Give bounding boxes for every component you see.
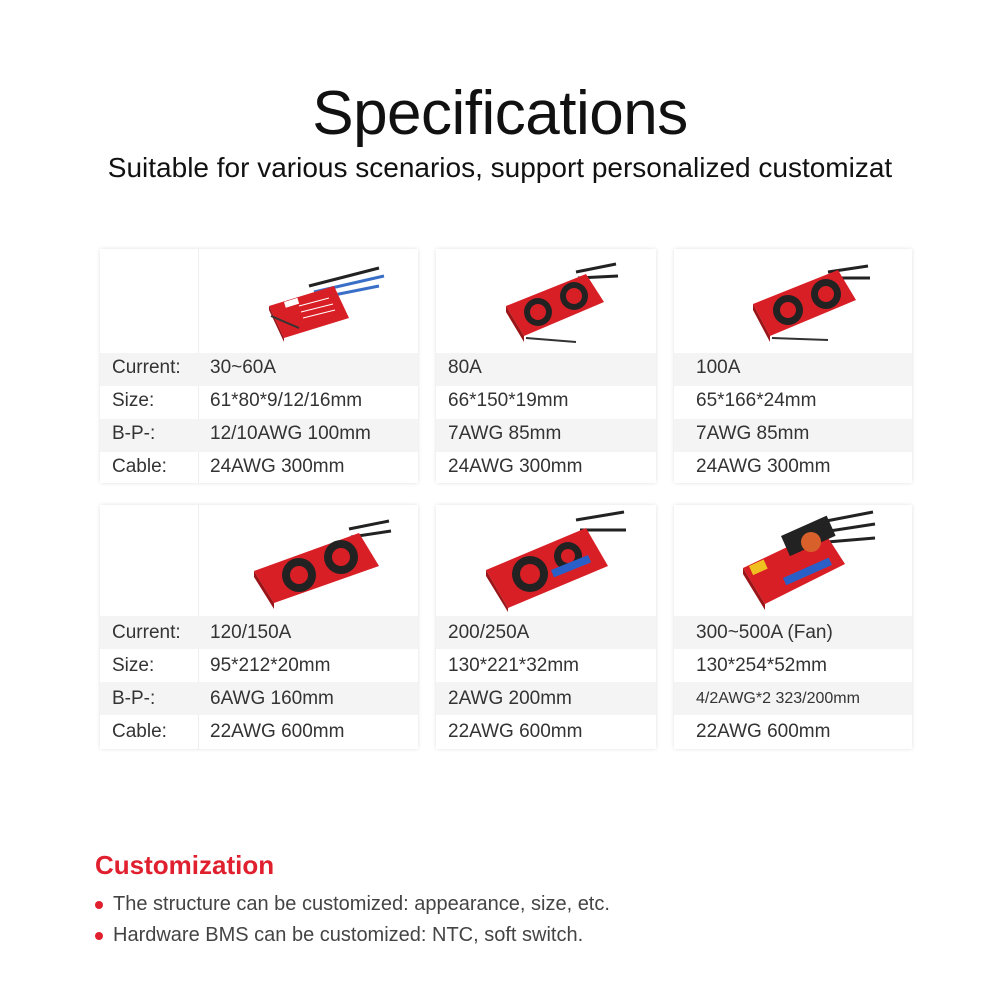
fan-bms-board-icon — [753, 264, 870, 342]
value-current: 300~500A (Fan) — [696, 622, 833, 643]
bullet-dot-icon — [95, 931, 103, 940]
value-cable: 22AWG 600mm — [448, 721, 583, 742]
label-bp: B-P-: — [112, 688, 156, 709]
value-cable: 24AWG 300mm — [448, 456, 583, 477]
spec-card-4: Current: 120/150A Size: 95*212*20mm B-P-… — [100, 505, 418, 749]
spec-card-5: 200/250A 130*221*32mm 2AWG 200mm 22AWG 6… — [436, 505, 656, 749]
value-cable: 22AWG 600mm — [210, 721, 345, 742]
value-size: 65*166*24mm — [696, 390, 817, 411]
label-size: Size: — [112, 655, 155, 676]
value-bp: 7AWG 85mm — [696, 423, 810, 444]
bms-board-image — [200, 249, 418, 353]
fan-bms-board-icon — [506, 262, 619, 343]
value-bp: 7AWG 85mm — [448, 423, 562, 444]
spec-card-1: Current: 30~60A Size: 61*80*9/12/16mm B-… — [100, 249, 418, 483]
value-cable: 24AWG 300mm — [210, 456, 345, 477]
bms-board-image — [200, 505, 418, 616]
label-bp: B-P-: — [112, 423, 156, 444]
customization-item: The structure can be customized: appeara… — [95, 893, 610, 916]
fan-bms-board-icon — [254, 519, 392, 609]
value-bp: 2AWG 200mm — [448, 688, 572, 709]
value-current: 100A — [696, 357, 741, 378]
fan-bms-board-icon — [743, 510, 876, 610]
fan-bms-board-icon — [486, 510, 626, 612]
value-bp: 4/2AWG*2 323/200mm — [696, 690, 860, 707]
customization-item-text: The structure can be customized: appeara… — [113, 893, 610, 915]
bms-board-image — [436, 249, 656, 353]
bms-board-image — [436, 505, 656, 616]
customization-item-text: Hardware BMS can be customized: NTC, sof… — [113, 924, 584, 946]
label-cable: Cable: — [112, 721, 167, 742]
spec-row-2: Current: 120/150A Size: 95*212*20mm B-P-… — [100, 505, 912, 749]
label-current: Current: — [112, 357, 181, 378]
spec-card-2: 80A 66*150*19mm 7AWG 85mm 24AWG 300mm — [436, 249, 656, 483]
value-current: 80A — [448, 357, 482, 378]
label-size: Size: — [112, 390, 155, 411]
value-bp: 6AWG 160mm — [210, 688, 334, 709]
bms-board-image — [674, 505, 912, 616]
value-size: 66*150*19mm — [448, 390, 569, 411]
value-size: 95*212*20mm — [210, 655, 331, 676]
value-current: 30~60A — [210, 357, 277, 378]
label-cable: Cable: — [112, 456, 167, 477]
small-bms-board-icon — [269, 266, 385, 342]
page-title: Specifications — [312, 79, 688, 148]
spec-row-1: Current: 30~60A Size: 61*80*9/12/16mm B-… — [100, 249, 912, 483]
label-current: Current: — [112, 622, 181, 643]
bms-board-image — [674, 249, 912, 353]
value-cable: 24AWG 300mm — [696, 456, 831, 477]
page-subtitle: Suitable for various scenarios, support … — [107, 152, 893, 183]
value-bp: 12/10AWG 100mm — [210, 423, 371, 444]
value-size: 130*221*32mm — [448, 655, 579, 676]
spec-card-6: 300~500A (Fan) 130*254*52mm 4/2AWG*2 323… — [674, 505, 912, 749]
value-current: 120/150A — [210, 622, 292, 643]
bullet-dot-icon — [95, 900, 103, 909]
spec-card-3: 100A 65*166*24mm 7AWG 85mm 24AWG 300mm — [674, 249, 912, 483]
value-cable: 22AWG 600mm — [696, 721, 831, 742]
value-size: 130*254*52mm — [696, 655, 827, 676]
customization-item: Hardware BMS can be customized: NTC, sof… — [95, 924, 583, 947]
value-current: 200/250A — [448, 622, 530, 643]
customization-title: Customization — [95, 850, 275, 880]
value-size: 61*80*9/12/16mm — [210, 390, 363, 411]
